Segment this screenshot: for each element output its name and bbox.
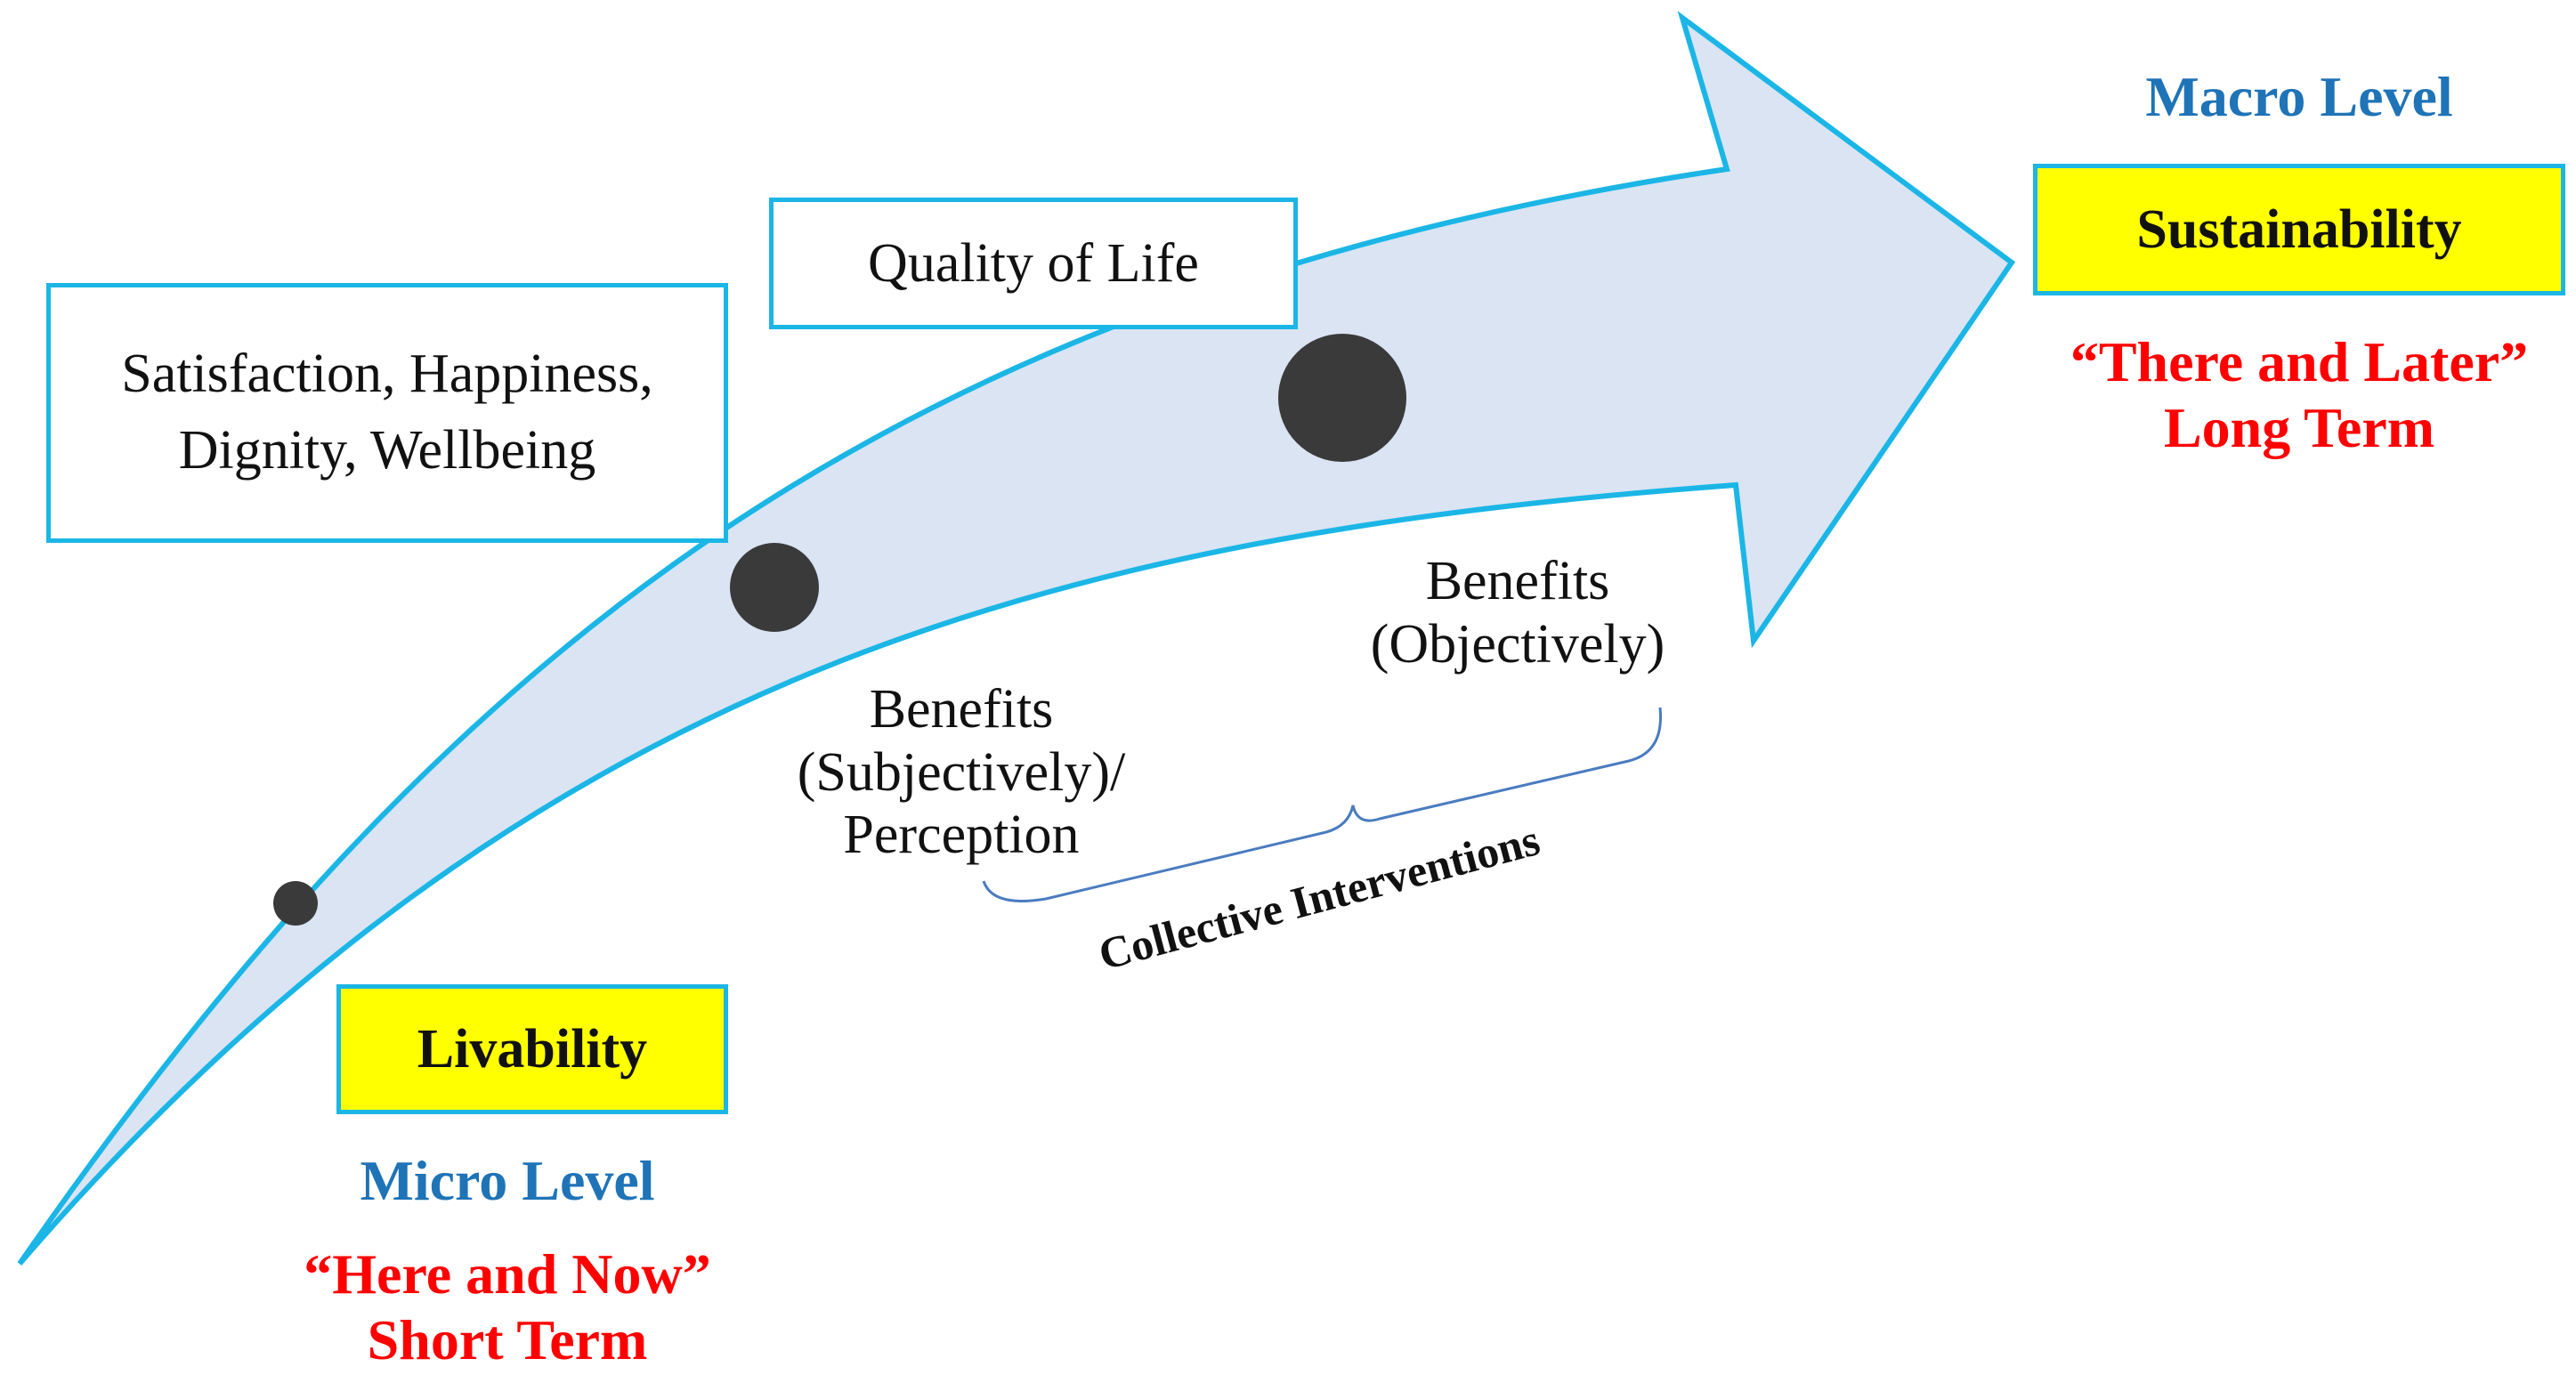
benefits-objective-line-1: Benefits — [1425, 551, 1610, 611]
quality-of-life-box: Quality of Life — [769, 198, 1298, 329]
progress-arrow — [17, 11, 2016, 1266]
collective-interventions-brace — [982, 707, 1663, 902]
small-dot — [273, 881, 318, 926]
sustainability-box: Sustainability — [2033, 164, 2565, 295]
livability-label: Livability — [417, 1018, 648, 1080]
micro-timeframe-quote: “Here and Now” — [304, 1242, 711, 1306]
macro-level-label: Macro Level — [2145, 65, 2453, 128]
benefits-subjective: Benefits (Subjectively)/ Perception — [712, 678, 1211, 867]
micro-level-label: Micro Level — [360, 1149, 655, 1212]
sustainability-label: Sustainability — [2136, 198, 2462, 260]
livability-box: Livability — [336, 984, 728, 1114]
wellbeing-box: Satisfaction, Happiness, Dignity, Wellbe… — [46, 283, 728, 543]
medium-dot — [730, 543, 819, 632]
wellbeing-line-2: Dignity, Wellbeing — [178, 420, 596, 481]
macro-timeframe-quote: “There and Later” — [2070, 330, 2529, 393]
benefits-subjective-line-1: Benefits — [869, 679, 1054, 740]
micro-timeframe: “Here and Now” Short Term — [223, 1241, 792, 1373]
large-dot — [1278, 334, 1406, 462]
micro-timeframe-term: Short Term — [367, 1308, 648, 1372]
wellbeing-line-1: Satisfaction, Happiness, — [121, 344, 653, 405]
benefits-subjective-line-3: Perception — [843, 805, 1080, 866]
macro-timeframe: “There and Later” Long Term — [1994, 329, 2576, 461]
quality-of-life-label: Quality of Life — [868, 232, 1199, 294]
benefits-objective-line-2: (Objectively) — [1370, 613, 1665, 675]
benefits-objective: Benefits (Objectively) — [1295, 550, 1740, 675]
benefits-subjective-line-2: (Subjectively)/ — [797, 741, 1126, 803]
macro-timeframe-term: Long Term — [2163, 396, 2435, 460]
